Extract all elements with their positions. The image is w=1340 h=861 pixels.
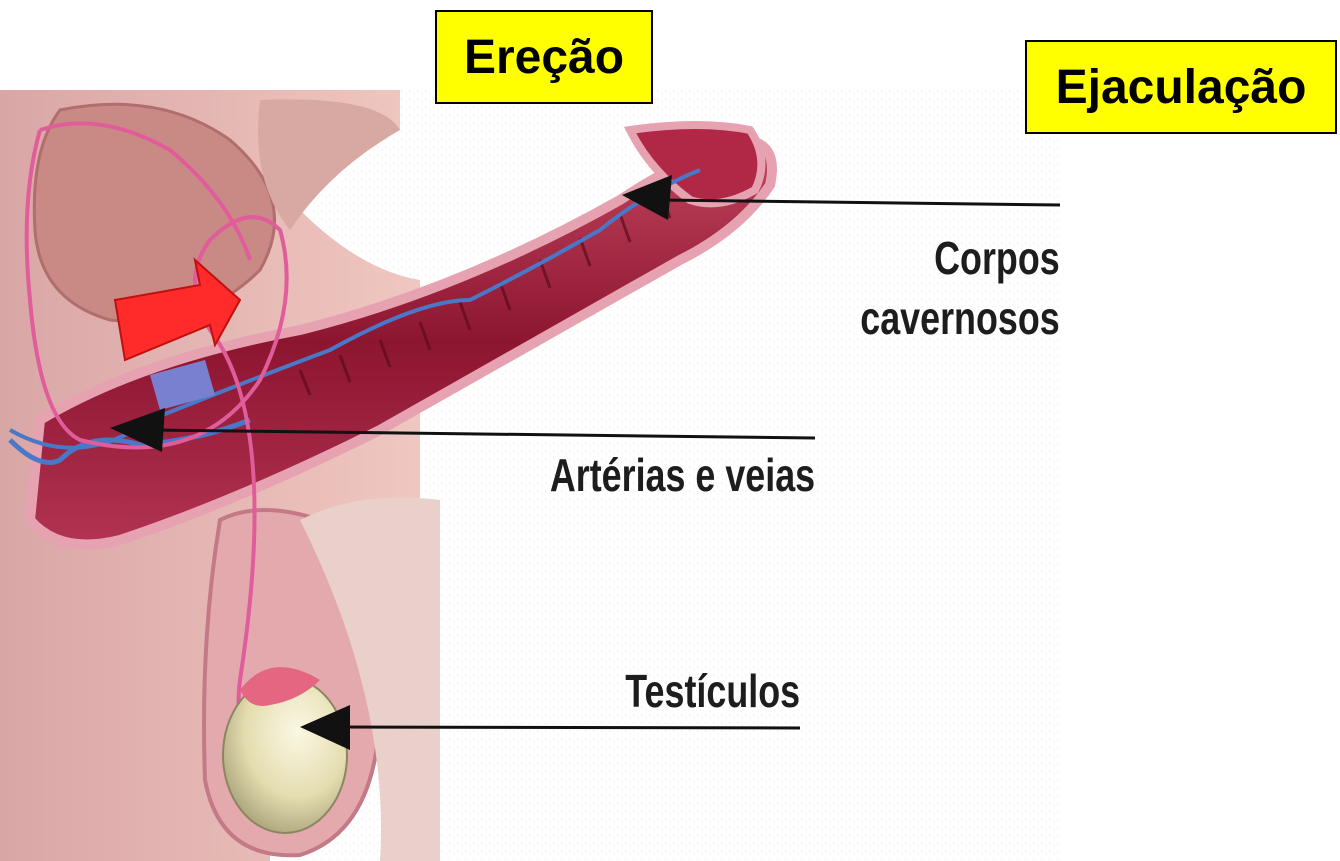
title-ejaculacao: Ejaculação [1025, 40, 1337, 134]
anatomy-illustration [0, 0, 1080, 861]
label-corpos-cavernosos: Corpos cavernosos [861, 228, 1060, 348]
label-corpos-line2: cavernosos [861, 288, 1060, 348]
label-corpos-line1: Corpos [861, 228, 1060, 288]
label-testiculos: Testículos [625, 668, 800, 714]
label-arterias-veias: Artérias e veias [550, 452, 815, 498]
title-erecao: Ereção [435, 10, 653, 104]
